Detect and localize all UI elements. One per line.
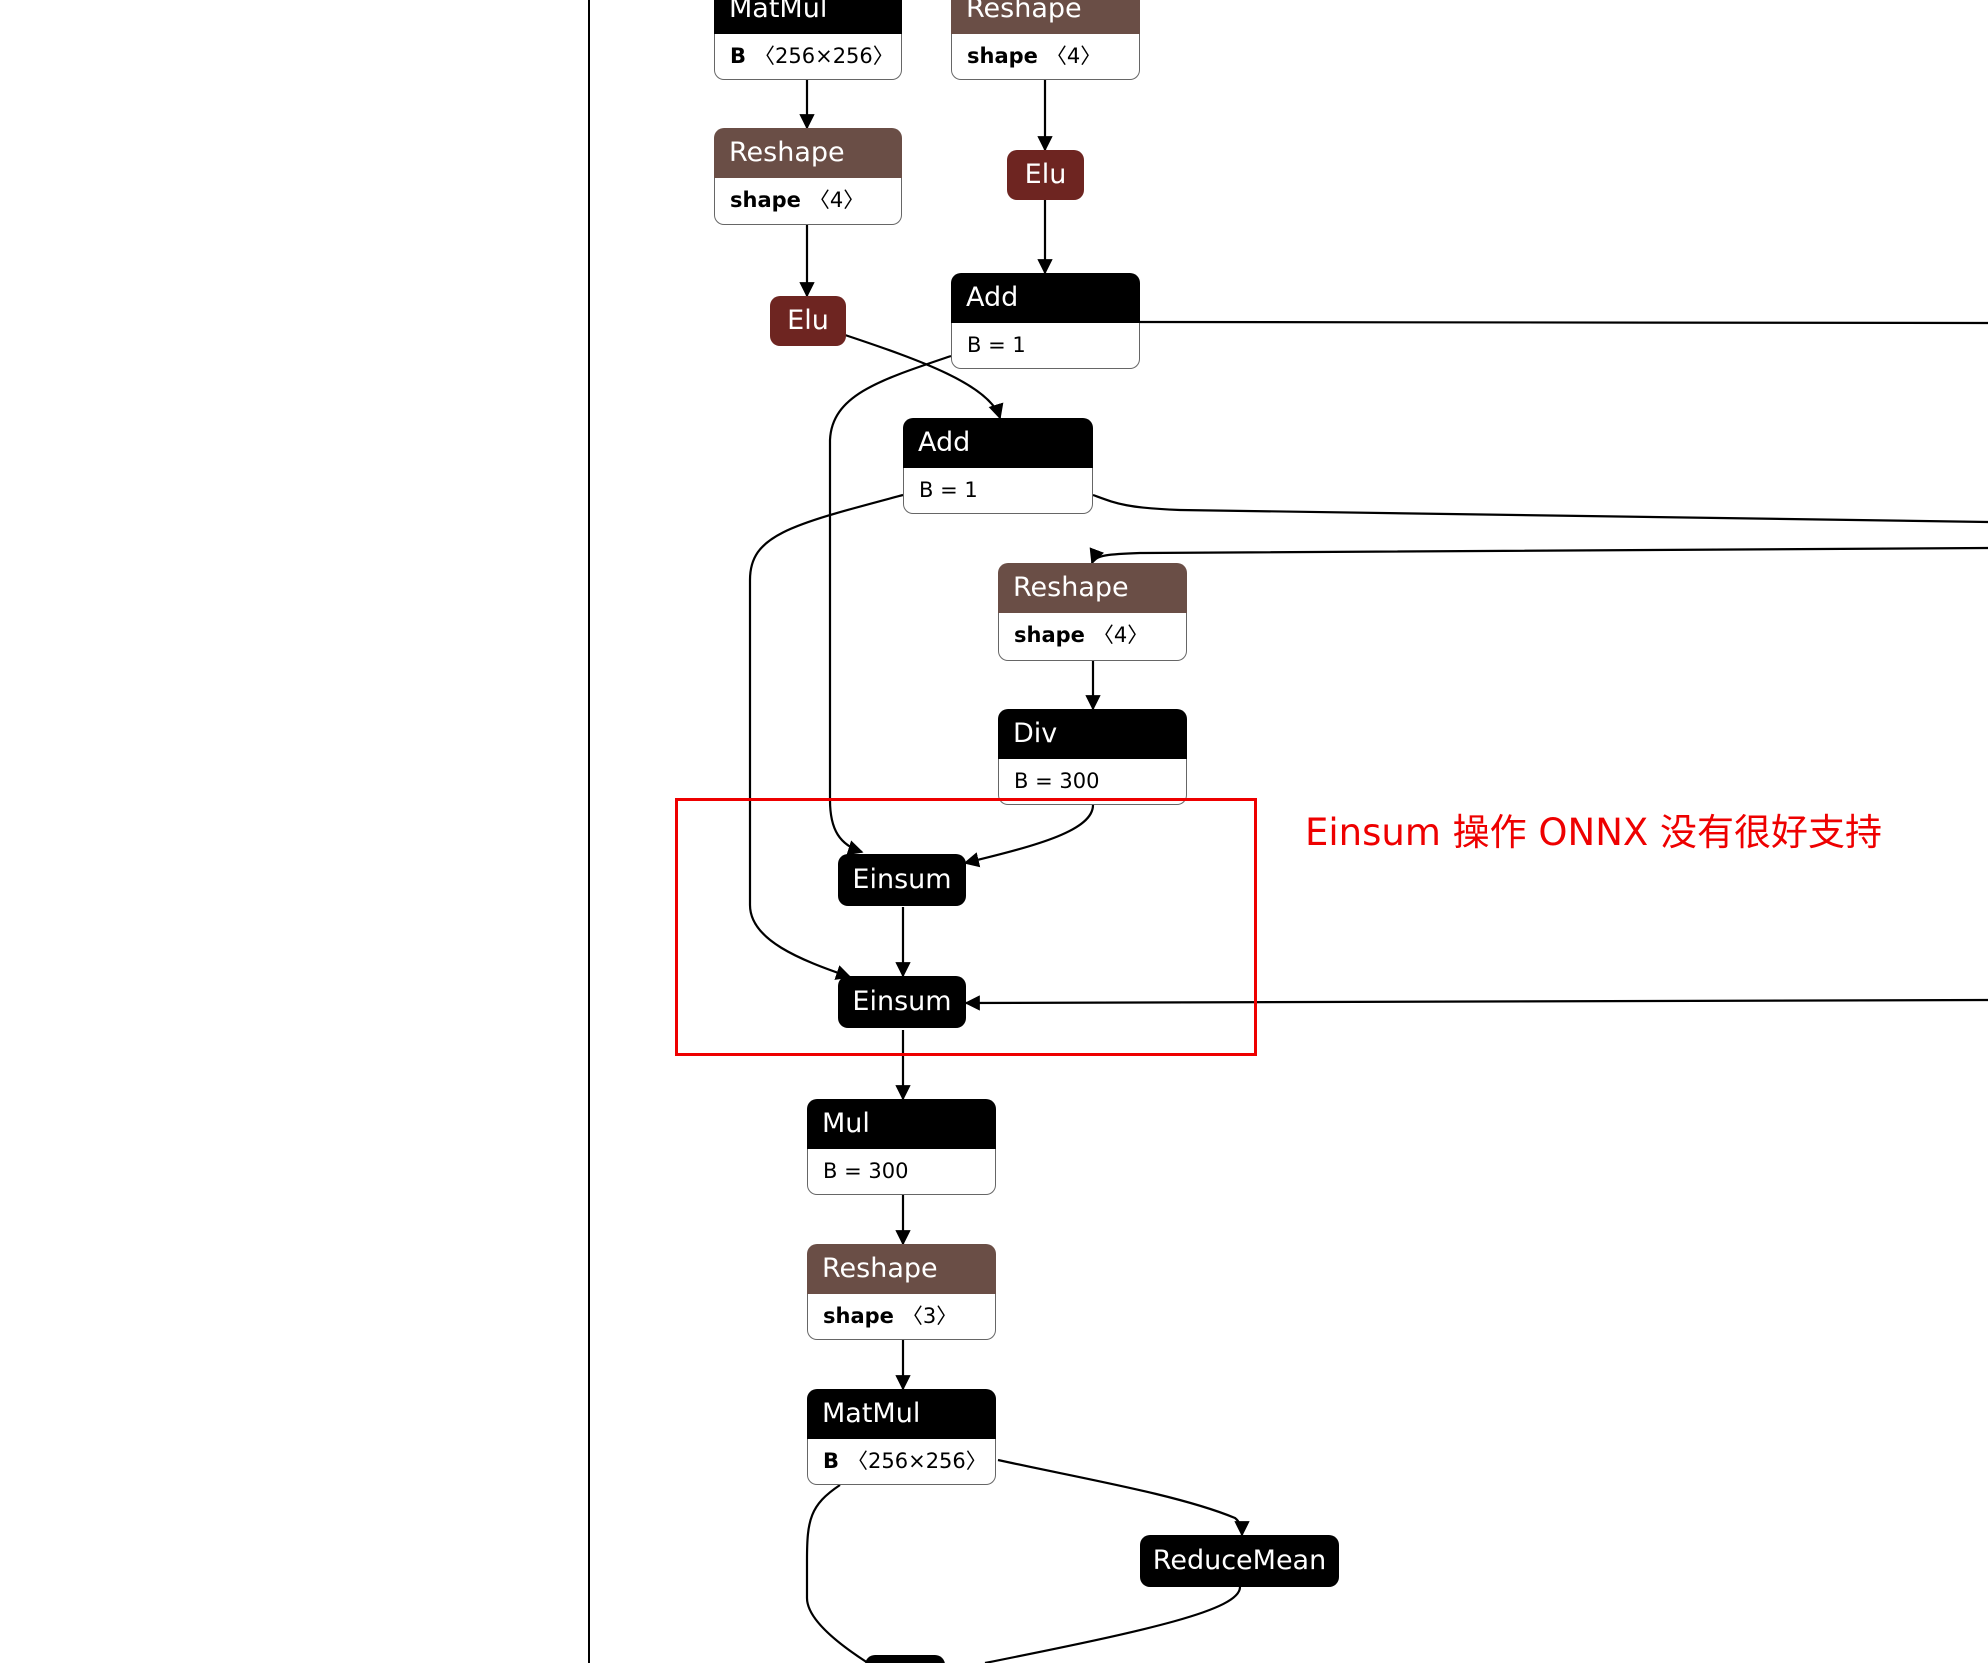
node-attribute: shape〈4〉 xyxy=(714,178,902,225)
node-op-label: Reshape xyxy=(714,128,902,178)
edge-matmul-to-reducemean xyxy=(997,1458,1250,1537)
node-elu-right[interactable]: Elu xyxy=(1007,150,1084,200)
node-attribute: B = 300 xyxy=(807,1149,996,1195)
node-elu-left[interactable]: Elu xyxy=(770,296,846,346)
edge-in-to-einsum2 xyxy=(964,995,1988,1011)
edge-add-mid-out xyxy=(1092,493,1988,524)
node-attribute: B = 1 xyxy=(951,323,1140,369)
node-attribute: shape〈4〉 xyxy=(951,34,1140,80)
node-div[interactable]: Div B = 300 xyxy=(998,709,1187,805)
node-op-label: Div xyxy=(998,709,1187,759)
node-add-mid[interactable]: Add B = 1 xyxy=(903,418,1093,514)
node-attribute: shape〈3〉 xyxy=(807,1294,996,1340)
node-op-label: Reshape xyxy=(998,563,1187,613)
edge-reducemean-out xyxy=(984,1586,1242,1663)
node-attribute: B〈256×256〉 xyxy=(807,1439,996,1485)
node-attribute: shape〈4〉 xyxy=(998,613,1187,661)
node-add-right[interactable]: Add B = 1 xyxy=(951,273,1140,369)
edge-add-right-out xyxy=(1139,320,1988,325)
node-op-label: MatMul xyxy=(714,0,902,34)
highlight-box xyxy=(675,798,1257,1056)
node-op-label: Add xyxy=(951,273,1140,323)
node-op-label: Reshape xyxy=(951,0,1140,34)
node-mul[interactable]: Mul B = 300 xyxy=(807,1099,996,1195)
node-reducemean[interactable]: ReduceMean xyxy=(1140,1535,1339,1587)
annotation-text: Einsum 操作 ONNX 没有很好支持 xyxy=(1305,811,1882,854)
node-op-label: Add xyxy=(903,418,1093,468)
node-attribute: B〈256×256〉 xyxy=(714,34,902,80)
node-einsum-1[interactable]: Einsum xyxy=(838,854,966,906)
node-attribute: B = 300 xyxy=(998,759,1187,805)
edge-matmul-to-bottom xyxy=(805,1484,869,1663)
edge-div-to-einsum1 xyxy=(963,804,1095,868)
node-reshape-bottom[interactable]: Reshape shape〈3〉 xyxy=(807,1244,996,1340)
edge-add-mid-to-einsum2 xyxy=(748,493,904,980)
node-op-label: Mul xyxy=(807,1099,996,1149)
node-einsum-2[interactable]: Einsum xyxy=(838,976,966,1028)
edge-in-to-reshape-mid xyxy=(1089,546,1988,565)
node-matmul-top[interactable]: MatMul B〈256×256〉 xyxy=(714,0,902,80)
edge-add-right-to-einsum1 xyxy=(828,354,952,856)
node-attribute: B = 1 xyxy=(903,468,1093,514)
node-offscreen-bottom xyxy=(865,1655,945,1663)
node-matmul-bottom[interactable]: MatMul B〈256×256〉 xyxy=(807,1389,996,1485)
sidebar-divider xyxy=(588,0,590,1663)
node-reshape-left[interactable]: Reshape shape〈4〉 xyxy=(714,128,902,225)
edge-elu-to-add-mid xyxy=(844,333,1004,420)
node-op-label: Reshape xyxy=(807,1244,996,1294)
node-op-label: MatMul xyxy=(807,1389,996,1439)
node-reshape-top-right[interactable]: Reshape shape〈4〉 xyxy=(951,0,1140,80)
node-reshape-mid[interactable]: Reshape shape〈4〉 xyxy=(998,563,1187,661)
